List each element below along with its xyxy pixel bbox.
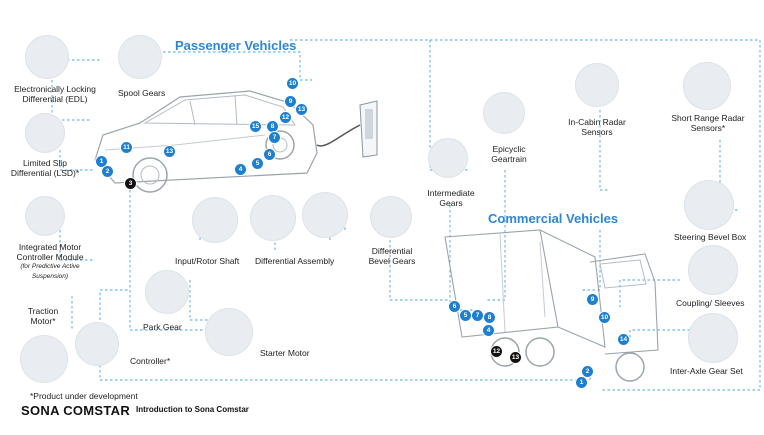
car-marker: 9	[284, 95, 297, 108]
edl-label: Electronically Locking Differential (EDL…	[14, 84, 96, 104]
truck-marker: 14	[617, 333, 630, 346]
truck-marker: 2	[581, 365, 594, 378]
car-marker: 2	[101, 165, 114, 178]
park-gear-label: Park Gear	[143, 322, 182, 332]
passenger-vehicles-title: Passenger Vehicles	[175, 38, 297, 53]
car-marker: 6	[263, 148, 276, 161]
truck-marker: 6	[448, 300, 461, 313]
car-marker: 11	[120, 141, 133, 154]
truck-marker: 5	[459, 309, 472, 322]
motor-controller-image	[25, 196, 65, 236]
starter-motor-label: Starter Motor	[260, 348, 310, 358]
short-range-radar-label: Short Range Radar Sensors*	[671, 113, 745, 133]
intermediate-gears-label: Intermediate Gears	[427, 188, 475, 208]
input-rotor-shaft-label: Input/Rotor Shaft	[175, 256, 240, 266]
differential-assembly-label: Differential Assembly	[255, 256, 335, 266]
park-gear-image	[145, 270, 189, 314]
differential-assembly-image-2	[302, 192, 348, 238]
car-marker: 13	[295, 103, 308, 116]
car-marker: 15	[249, 120, 262, 133]
truck-marker: 1	[575, 376, 588, 389]
traction-motor-label: Traction Motor*	[27, 306, 59, 326]
intermediate-gears-image	[428, 138, 468, 178]
coupling-sleeves-image	[688, 245, 738, 295]
steering-bevel-box-label: Steering Bevel Box	[674, 232, 747, 242]
epicyclic-geartrain-image	[483, 92, 525, 134]
spool-gears-image	[118, 35, 162, 79]
differential-bevel-gears-image	[370, 196, 412, 238]
commercial-vehicles-title: Commercial Vehicles	[488, 211, 619, 226]
traction-motor-image	[20, 335, 68, 383]
inter-axle-gear-set-image	[688, 313, 738, 363]
presentation-title: Introduction to Sona Comstar	[136, 405, 249, 414]
car-marker: 7	[268, 131, 281, 144]
motor-controller-label: Integrated Motor Controller Module (for …	[16, 242, 84, 280]
coupling-sleeves-label: Coupling/ Sleeves	[676, 298, 745, 308]
epicyclic-geartrain-label: Epicyclic Geartrain	[491, 144, 527, 164]
controller-label: Controller*	[130, 356, 171, 366]
differential-bevel-gears-label: Differential Bevel Gears	[368, 246, 416, 266]
differential-assembly-image	[250, 195, 296, 241]
car-marker: 4	[234, 163, 247, 176]
truck-marker: 7	[471, 309, 484, 322]
car-marker: 5	[251, 157, 264, 170]
in-cabin-radar-image	[575, 63, 619, 107]
starter-motor-image	[205, 308, 253, 356]
truck-marker: 8	[483, 311, 496, 324]
car-marker: 3	[124, 177, 137, 190]
truck-marker: 13	[509, 351, 522, 364]
truck-marker: 10	[598, 311, 611, 324]
input-rotor-shaft-image	[192, 197, 238, 243]
steering-bevel-box-image	[684, 180, 734, 230]
in-cabin-radar-label: In-Cabin Radar Sensors	[568, 117, 626, 137]
car-marker: 13	[163, 145, 176, 158]
footnote: *Product under development	[30, 391, 138, 401]
truck-marker: 9	[586, 293, 599, 306]
brand-logo-text: SONA COMSTAR	[21, 403, 131, 418]
truck-marker: 12	[490, 345, 503, 358]
edl-image	[25, 35, 69, 79]
commercial-truck-illustration	[444, 229, 659, 382]
lsd-label: Limited Slip Differential (LSD)*	[10, 158, 80, 178]
short-range-radar-image	[683, 62, 731, 110]
car-marker: 10	[286, 77, 299, 90]
lsd-image	[25, 113, 65, 153]
controller-image	[75, 322, 119, 366]
truck-marker: 4	[482, 324, 495, 337]
spool-gears-label: Spool Gears	[118, 88, 166, 98]
inter-axle-gear-set-label: Inter-Axle Gear Set	[670, 366, 743, 376]
charging-station-illustration	[316, 100, 378, 158]
car-marker: 12	[279, 111, 292, 124]
